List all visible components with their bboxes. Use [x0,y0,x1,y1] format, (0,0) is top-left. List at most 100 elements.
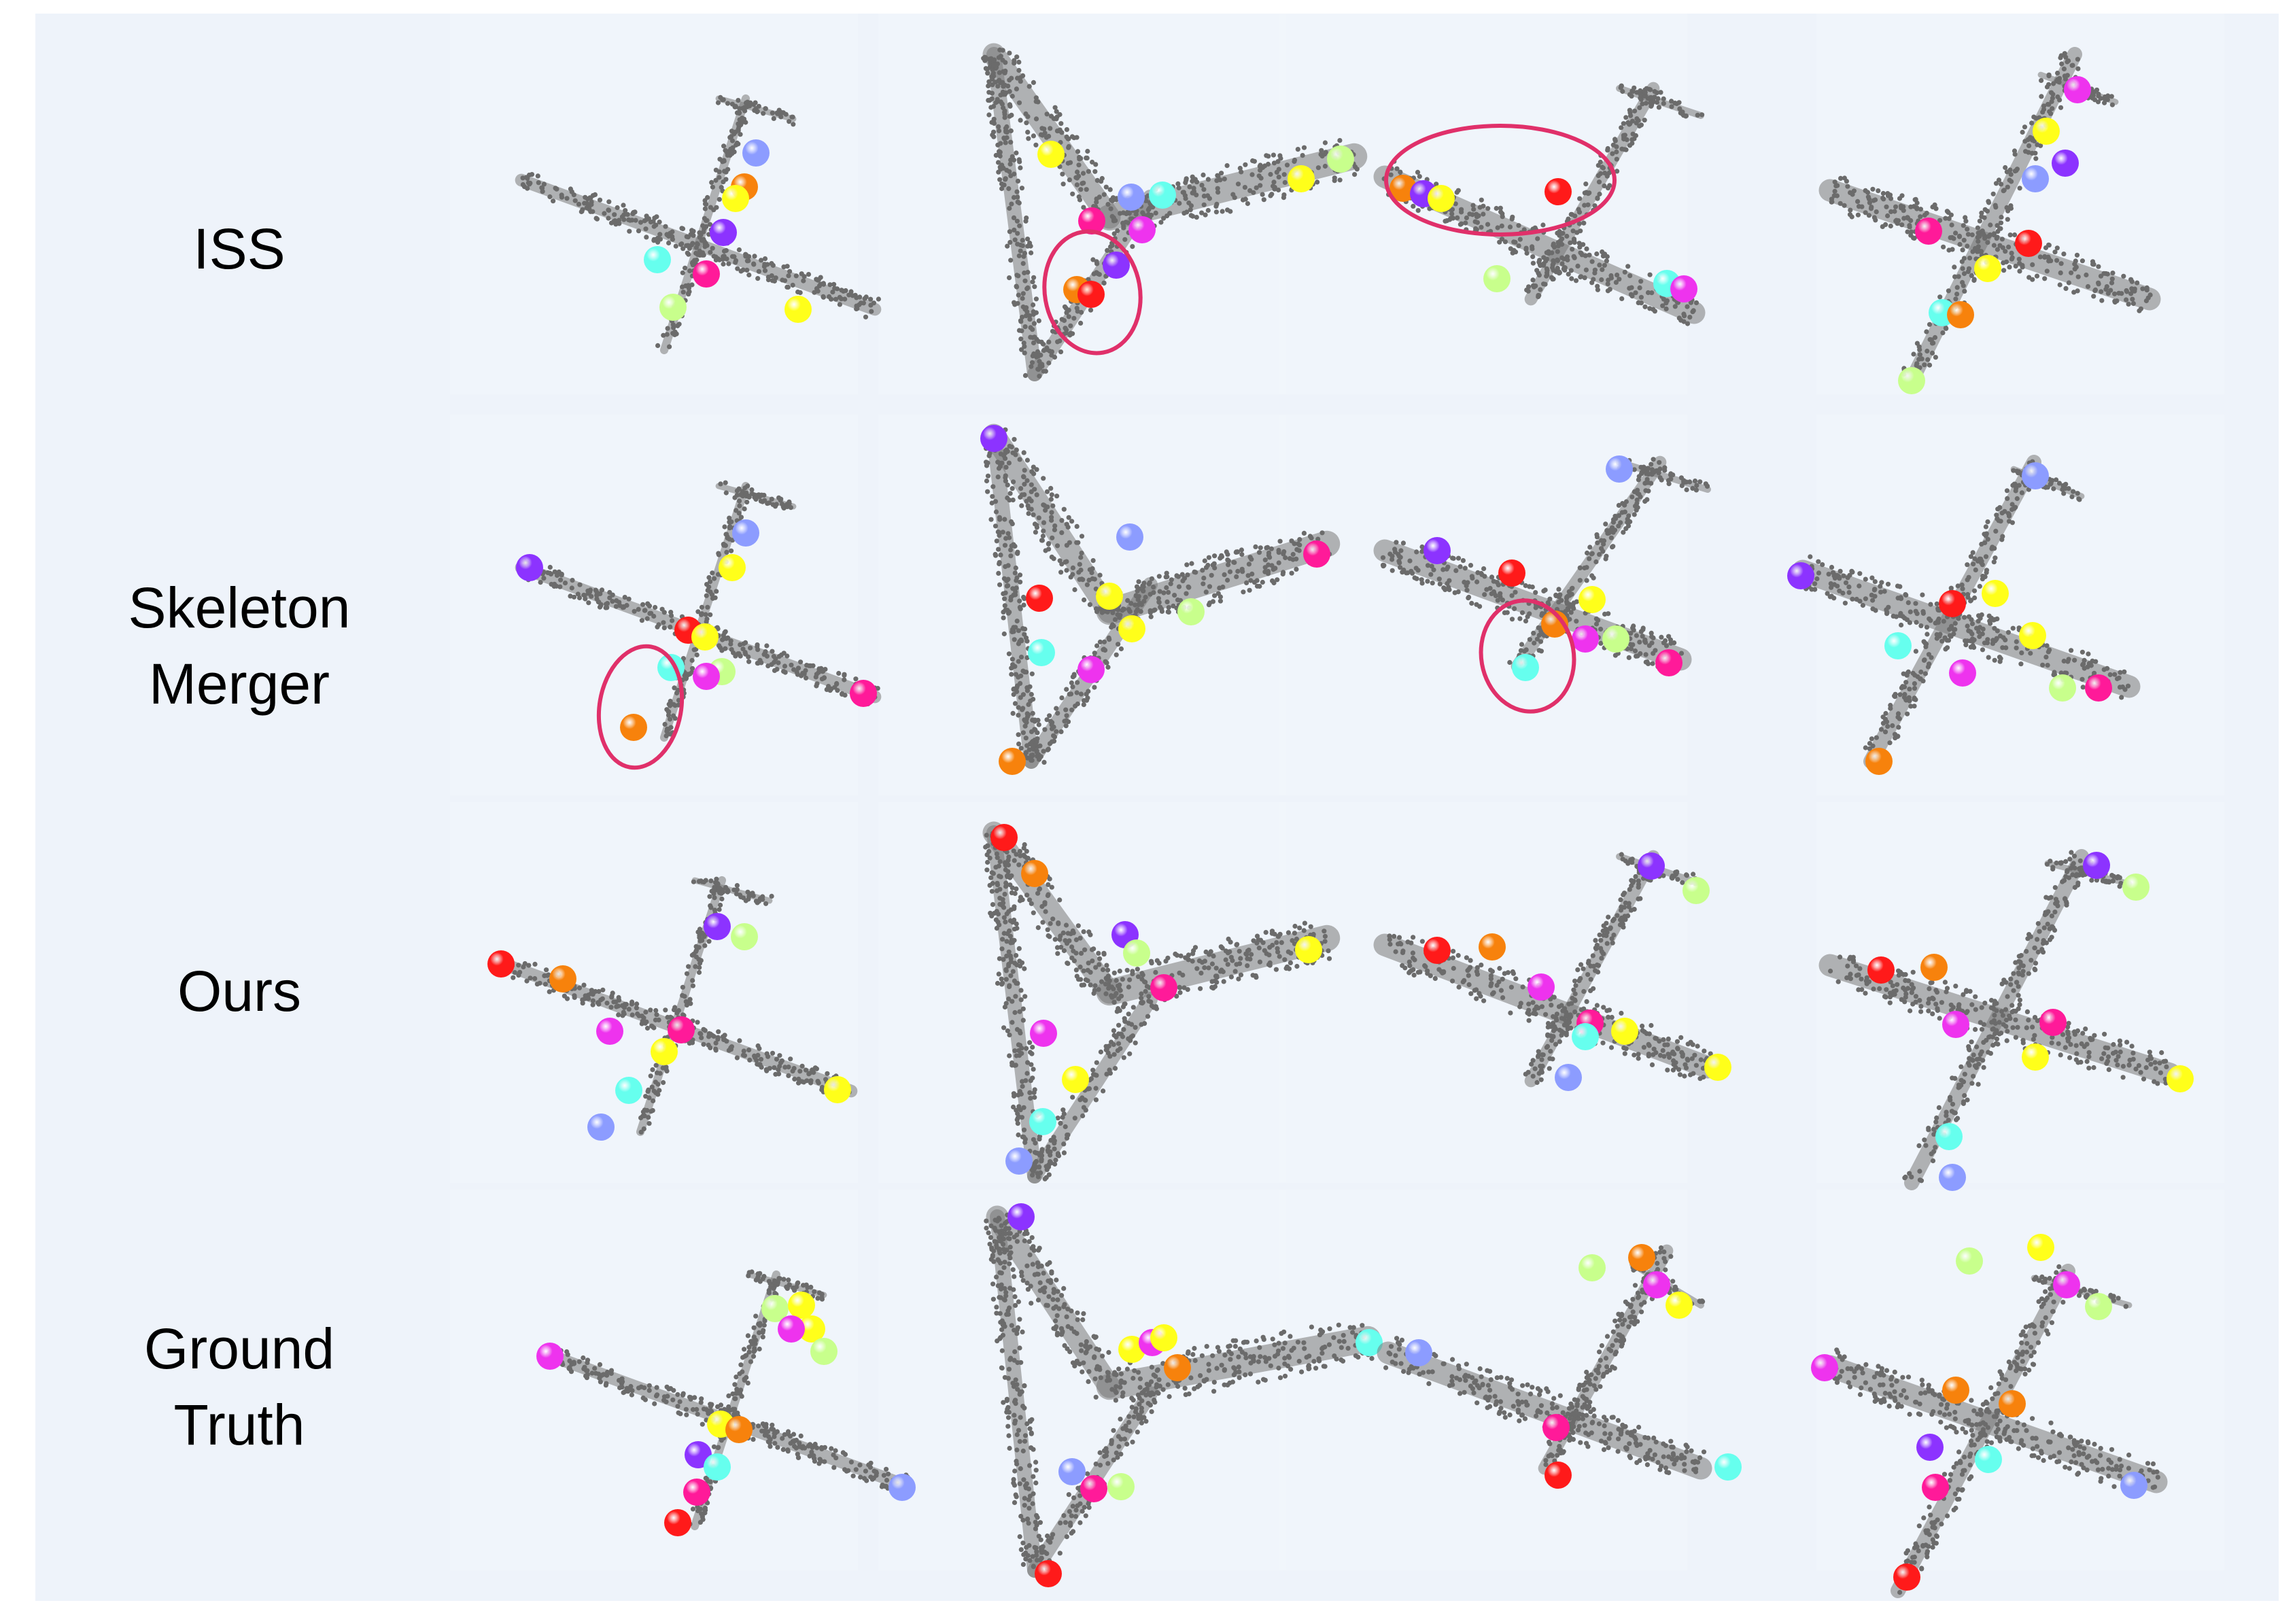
point [610,990,615,996]
point [1074,690,1080,695]
point [1141,598,1147,604]
point [1264,545,1269,551]
point [2052,249,2058,255]
point [1012,701,1018,706]
point [1016,201,1022,206]
point [748,645,753,651]
point [1294,547,1300,553]
point [752,107,757,113]
point [1002,108,1007,114]
point [1623,526,1629,532]
point [551,198,556,204]
point [1980,230,1986,237]
point [1074,135,1080,140]
point [983,66,988,71]
point [1908,704,1914,709]
keypoint-sphere [693,260,720,288]
point [1261,197,1266,203]
point [1498,205,1503,211]
point [1258,175,1264,181]
point [1600,165,1606,171]
point [1623,147,1629,152]
point [1627,107,1632,113]
point [638,1115,644,1120]
point [1049,492,1054,498]
point [1867,200,1872,205]
point [1024,743,1030,748]
point [1985,519,1990,525]
point [1084,582,1090,587]
point [1031,275,1037,280]
point [1985,240,1990,245]
point [1007,169,1012,175]
point [694,241,700,246]
point [999,186,1005,192]
point [1081,180,1086,186]
point [1059,130,1065,135]
keypoint-sphere [1606,455,1633,483]
point [742,108,748,114]
point [1908,218,1914,224]
point [1575,263,1581,269]
point [821,294,826,300]
point [1023,750,1029,755]
point [621,1009,626,1015]
point [520,182,526,188]
point [1031,340,1037,345]
point [1176,185,1181,190]
point [2030,137,2035,143]
keypoint-sphere [1974,255,2001,282]
point [1585,550,1590,556]
point [1210,599,1215,604]
point [1982,574,1988,580]
point [2035,142,2040,148]
point [1185,572,1190,578]
point [1661,101,1666,106]
point [2058,261,2064,266]
point [2084,272,2089,278]
point [1024,215,1029,221]
point [1005,495,1010,501]
point [1014,619,1020,624]
point [740,1052,746,1058]
point [1460,558,1466,564]
point [589,202,594,207]
point [1462,566,1468,571]
point [1019,638,1024,644]
point [1064,134,1069,139]
point [1290,557,1296,562]
point [1201,575,1207,581]
point [1925,348,1930,354]
point [1610,151,1615,156]
point [815,1079,821,1084]
point [1509,617,1515,622]
point [2075,66,2081,71]
point [988,875,994,880]
point [1035,717,1041,723]
point [721,542,727,548]
point [1530,246,1535,252]
point [1271,179,1277,185]
point [1003,564,1008,570]
point [1398,565,1403,570]
point [742,105,747,110]
point [773,275,778,281]
point [1031,302,1036,308]
point [1087,567,1092,572]
point [545,570,551,576]
point [725,889,730,895]
point [1058,570,1064,575]
point [1146,581,1152,587]
point [2119,695,2124,700]
point [594,589,600,595]
point [1087,602,1092,608]
point [1654,100,1659,105]
point [690,978,695,983]
point [1627,122,1632,127]
point [1621,121,1626,126]
keypoint-sphere [704,913,731,940]
point [1647,272,1653,277]
point [790,282,795,288]
point [670,237,676,242]
point [1222,572,1227,578]
